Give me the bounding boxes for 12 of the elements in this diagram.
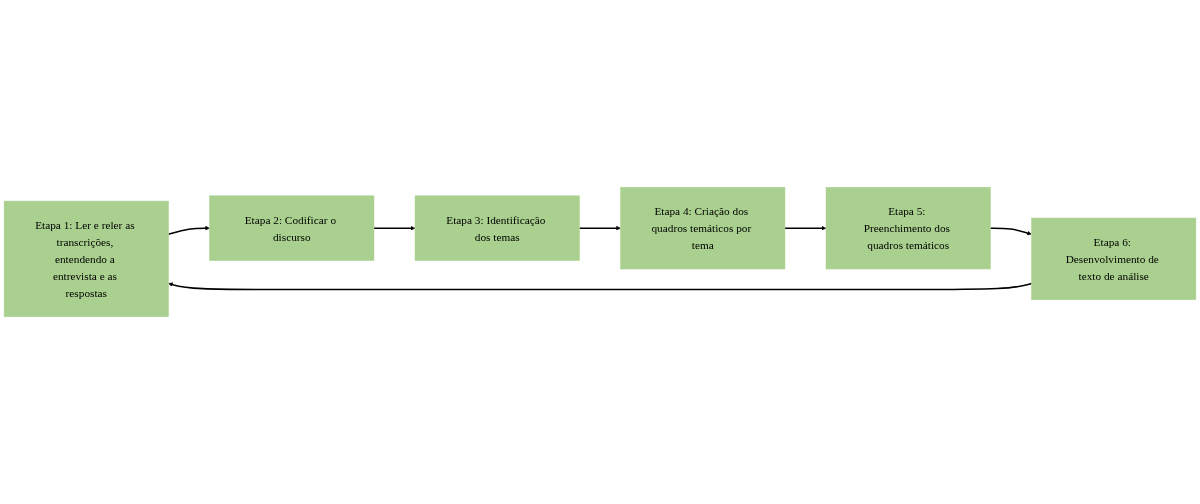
- node-box: Etapa 1: Ler e reler as transcrições, entendendo a entrevista e as respostas: [3, 200, 169, 317]
- node-box: Etapa 5: Preenchimento dos quadros temáticos: [825, 187, 991, 270]
- arrow: [168, 282, 1033, 291]
- arrow: [373, 225, 416, 231]
- node-box: Etapa 6: Desenvolvimento de texto de análise: [1031, 217, 1197, 300]
- node-box: Etapa 2: Codificar o discurso: [209, 195, 375, 261]
- arrow: [578, 225, 621, 231]
- arrow: [784, 225, 827, 231]
- arrow: [989, 227, 1032, 236]
- node-box: Etapa 4: Criação dos quadros temáticos por tema: [620, 187, 786, 270]
- node-box: Etapa 3: Identificação dos temas: [414, 195, 580, 261]
- arrow: [167, 225, 210, 236]
